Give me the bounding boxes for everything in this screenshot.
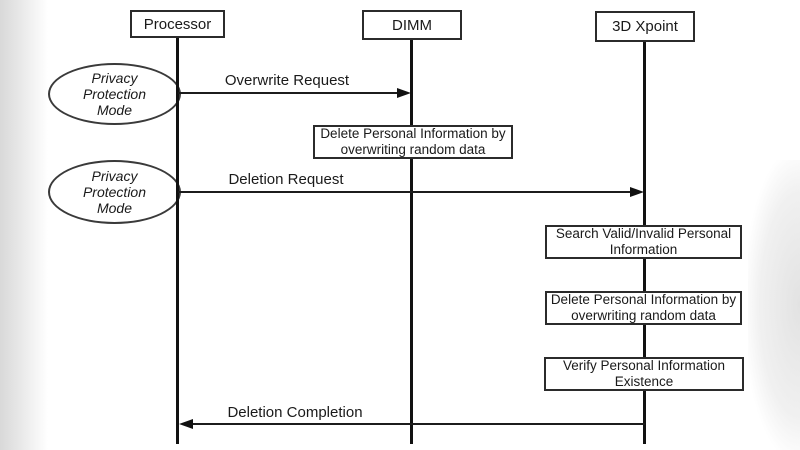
activity-box-dimm-delete: Delete Personal Information by overwriti… bbox=[313, 125, 513, 159]
message-label-overwrite-request: Overwrite Request bbox=[224, 72, 350, 89]
message-label-deletion-request: Deletion Request bbox=[228, 171, 344, 188]
activity-label-dimm-delete: Delete Personal Information by overwriti… bbox=[320, 126, 506, 157]
lifeline-processor bbox=[176, 30, 179, 444]
arrowhead-right-icon bbox=[630, 187, 644, 197]
message-line-deletion-completion bbox=[184, 423, 645, 425]
privacy-mode-ellipse-2: Privacy Protection Mode bbox=[48, 160, 181, 224]
right-edge-shading bbox=[748, 160, 800, 450]
left-edge-shading bbox=[0, 0, 48, 450]
privacy-mode-label-1: Privacy Protection Mode bbox=[82, 70, 147, 118]
activity-box-verify-existence: Verify Personal Information Existence bbox=[544, 357, 744, 391]
privacy-mode-ellipse-1: Privacy Protection Mode bbox=[48, 63, 181, 125]
actor-label-dimm: DIMM bbox=[392, 16, 432, 34]
arrowhead-left-icon bbox=[179, 419, 193, 429]
activity-box-search-personal-info: Search Valid/Invalid Personal Informatio… bbox=[545, 225, 742, 259]
activity-label-xpoint-delete: Delete Personal Information by overwriti… bbox=[550, 292, 737, 323]
actor-label-3d-xpoint: 3D Xpoint bbox=[612, 18, 678, 35]
privacy-mode-label-2: Privacy Protection Mode bbox=[82, 168, 147, 216]
activity-label-verify-existence: Verify Personal Information Existence bbox=[562, 358, 726, 389]
message-line-deletion-request bbox=[178, 191, 633, 193]
activity-box-xpoint-delete: Delete Personal Information by overwriti… bbox=[545, 291, 742, 325]
lifeline-dimm bbox=[410, 30, 413, 444]
actor-label-processor: Processor bbox=[143, 15, 212, 33]
actor-box-3d-xpoint: 3D Xpoint bbox=[595, 11, 695, 42]
actor-box-dimm: DIMM bbox=[362, 10, 462, 40]
message-label-deletion-completion: Deletion Completion bbox=[227, 404, 363, 421]
activity-label-search-personal-info: Search Valid/Invalid Personal Informatio… bbox=[555, 226, 732, 257]
actor-box-processor: Processor bbox=[130, 10, 225, 38]
message-line-overwrite-request bbox=[178, 92, 400, 94]
arrowhead-right-icon bbox=[397, 88, 411, 98]
